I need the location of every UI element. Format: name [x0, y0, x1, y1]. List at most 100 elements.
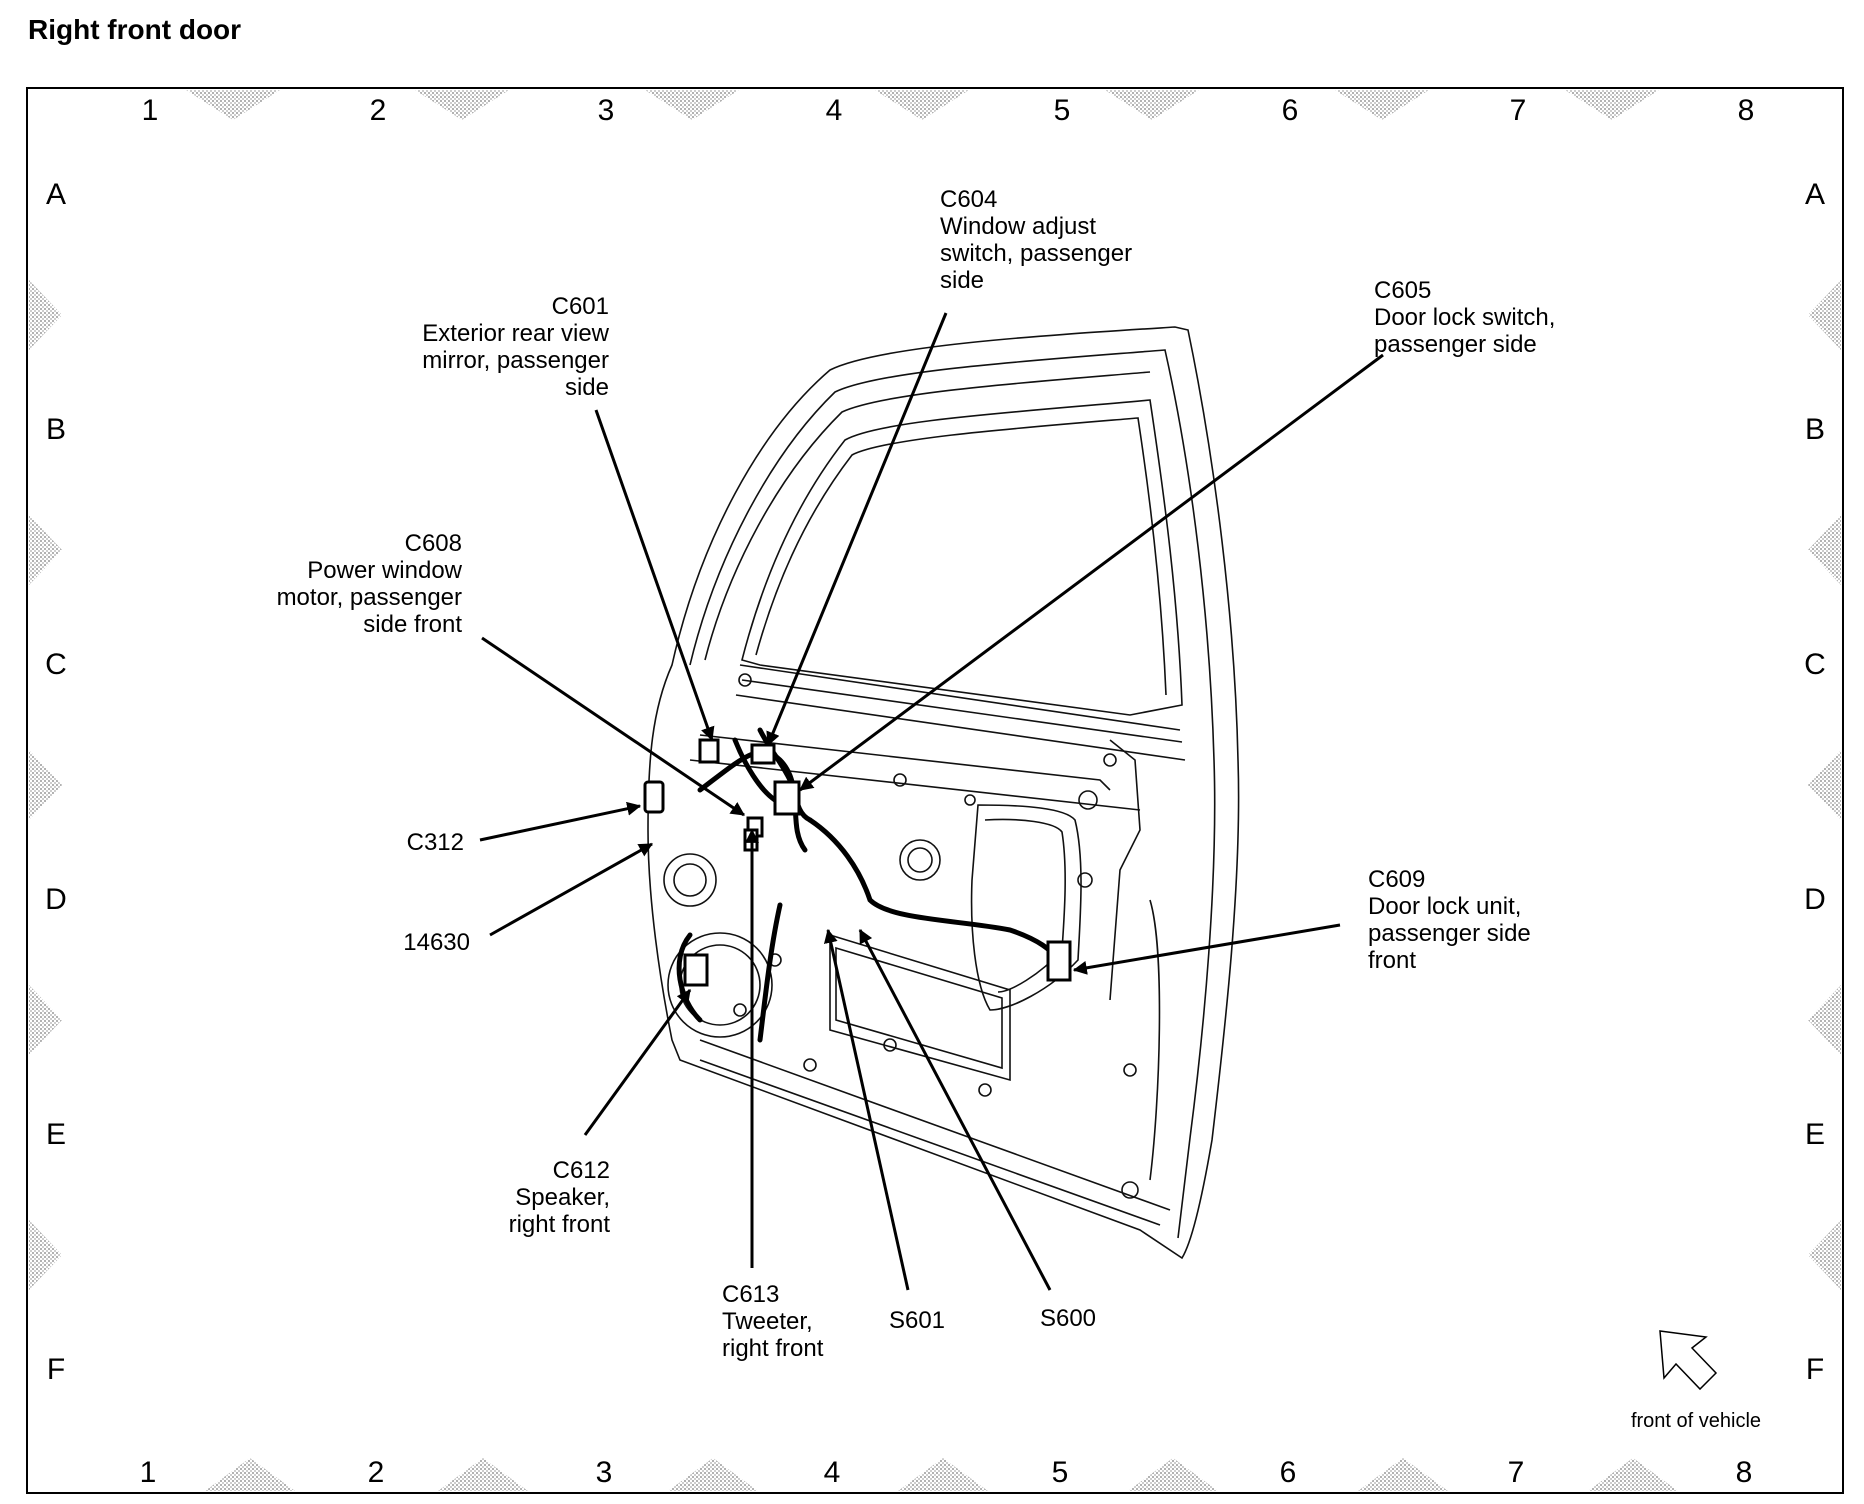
callout-14630-line1: 14630: [403, 929, 470, 956]
connector-c604: [750, 743, 776, 765]
grid-col-6: 6: [1282, 94, 1299, 127]
callout-c605: C605 Door lock switch, passenger side: [1374, 277, 1555, 358]
callout-s601-line1: S601: [889, 1307, 945, 1334]
grid-row-d: D: [45, 883, 67, 916]
grid-row-b: B: [46, 413, 66, 446]
callout-c604-line4: side: [940, 267, 984, 294]
grid-col-4: 4: [826, 94, 843, 127]
callout-c608: C608 Power window motor, passenger side …: [277, 530, 463, 638]
callout-c608-line3: motor, passenger: [277, 584, 462, 611]
callout-c605-line2: Door lock switch,: [1374, 304, 1555, 331]
callout-c613-line3: right front: [722, 1335, 824, 1362]
leader-c608: [481, 636, 745, 817]
grid-col-2-bottom: 2: [368, 1456, 385, 1489]
wiring-harness: [676, 727, 1063, 1043]
orientation-label: front of vehicle: [1631, 1410, 1761, 1432]
grid-row-b-right: B: [1805, 413, 1825, 446]
callout-c612-line2: Speaker,: [515, 1184, 610, 1211]
callout-c605-line1: C605: [1374, 277, 1431, 304]
grid-col-1-bottom: 1: [140, 1456, 157, 1489]
leader-s601: [823, 928, 910, 1291]
callout-c601: C601 Exterior rear view mirror, passenge…: [422, 293, 609, 401]
callout-c613: C613 Tweeter, right front: [722, 1281, 824, 1362]
grid-col-5: 5: [1054, 94, 1071, 127]
grid-col-8: 8: [1738, 94, 1755, 127]
grid-row-f-right: F: [1806, 1353, 1824, 1386]
connector-c312: [643, 780, 665, 814]
callout-c609-line4: front: [1368, 947, 1416, 974]
leader-s600: [858, 928, 1052, 1291]
grid-col-3: 3: [598, 94, 615, 127]
grid-row-f: F: [47, 1353, 65, 1386]
leader-14630: [489, 842, 654, 937]
window-opening: [741, 399, 1183, 716]
leader-c612: [583, 989, 692, 1136]
grid-col-7-bottom: 7: [1508, 1456, 1525, 1489]
callout-s601: S601: [889, 1307, 945, 1334]
callout-c608-line4: side front: [363, 611, 462, 638]
callout-c601-line4: side: [565, 374, 609, 401]
callout-c604-line2: Window adjust: [940, 213, 1096, 240]
callout-c612: C612 Speaker, right front: [509, 1157, 611, 1238]
callout-c604-line3: switch, passenger: [940, 240, 1132, 267]
connector-c601: [698, 738, 720, 764]
leader-c604: [766, 312, 948, 747]
door-cutout-lower: [970, 804, 1082, 1011]
leader-c601: [594, 409, 715, 742]
grid-row-d-right: D: [1804, 883, 1826, 916]
frame-markers: [29, 90, 1841, 1491]
callout-s600-line1: S600: [1040, 1305, 1096, 1332]
grid-column-labels-top: 1 2 3 4 5 6 7 8: [142, 94, 1755, 127]
connector-c612: [683, 953, 709, 987]
callout-c613-line1: C613: [722, 1281, 779, 1308]
grid-column-labels-bottom: 1 2 3 4 5 6 7 8: [140, 1456, 1753, 1489]
callout-c609: C609 Door lock unit, passenger side fron…: [1368, 866, 1531, 974]
diagram-frame: [26, 87, 1844, 1494]
callout-c312: C312: [407, 829, 464, 856]
callout-c601-line1: C601: [552, 293, 609, 320]
grid-row-a-right: A: [1805, 178, 1825, 211]
grid-col-1: 1: [142, 94, 159, 127]
callout-c312-line1: C312: [407, 829, 464, 856]
callout-c609-line2: Door lock unit,: [1368, 893, 1521, 920]
callout-c601-line3: mirror, passenger: [422, 347, 609, 374]
arrow-icon: [1659, 1330, 1718, 1391]
grid-col-8-bottom: 8: [1736, 1456, 1753, 1489]
grid-col-5-bottom: 5: [1052, 1456, 1069, 1489]
door-outer-panel: [647, 326, 1240, 1260]
callout-c608-line2: Power window: [307, 557, 462, 584]
callout-c613-line2: Tweeter,: [722, 1308, 813, 1335]
grid-row-e-right: E: [1805, 1118, 1825, 1151]
leader-c312: [479, 801, 642, 842]
connector-c609: [1046, 940, 1072, 982]
door-illustration: [647, 326, 1240, 1260]
callout-c604-line1: C604: [940, 186, 997, 213]
grid-row-c: C: [45, 648, 67, 681]
callout-c609-line3: passenger side: [1368, 920, 1531, 947]
grid-col-6-bottom: 6: [1280, 1456, 1297, 1489]
grid-row-c-right: C: [1804, 648, 1826, 681]
grid-row-labels-left: A B C D E F: [45, 178, 67, 1386]
leader-lines: [479, 312, 1384, 1291]
callout-c612-line1: C612: [553, 1157, 610, 1184]
grid-col-3-bottom: 3: [596, 1456, 613, 1489]
callout-c605-line3: passenger side: [1374, 331, 1537, 358]
callout-s600: S600: [1040, 1305, 1096, 1332]
page-title: Right front door: [28, 14, 242, 45]
grid-col-2: 2: [370, 94, 387, 127]
grid-col-7: 7: [1510, 94, 1527, 127]
callout-c604: C604 Window adjust switch, passenger sid…: [940, 186, 1132, 294]
callout-c608-line1: C608: [405, 530, 462, 557]
grid-row-e: E: [46, 1118, 66, 1151]
grid-row-labels-right: A B C D E F: [1804, 178, 1826, 1386]
leader-c605: [799, 353, 1384, 792]
speaker-ring: [667, 932, 773, 1038]
callout-14630: 14630: [403, 929, 470, 956]
callout-c609-line1: C609: [1368, 866, 1425, 893]
connector-c605: [773, 780, 801, 816]
callout-c601-line2: Exterior rear view: [422, 320, 609, 347]
leader-c609: [1072, 923, 1341, 975]
grid-col-4-bottom: 4: [824, 1456, 841, 1489]
callout-c612-line3: right front: [509, 1211, 611, 1238]
